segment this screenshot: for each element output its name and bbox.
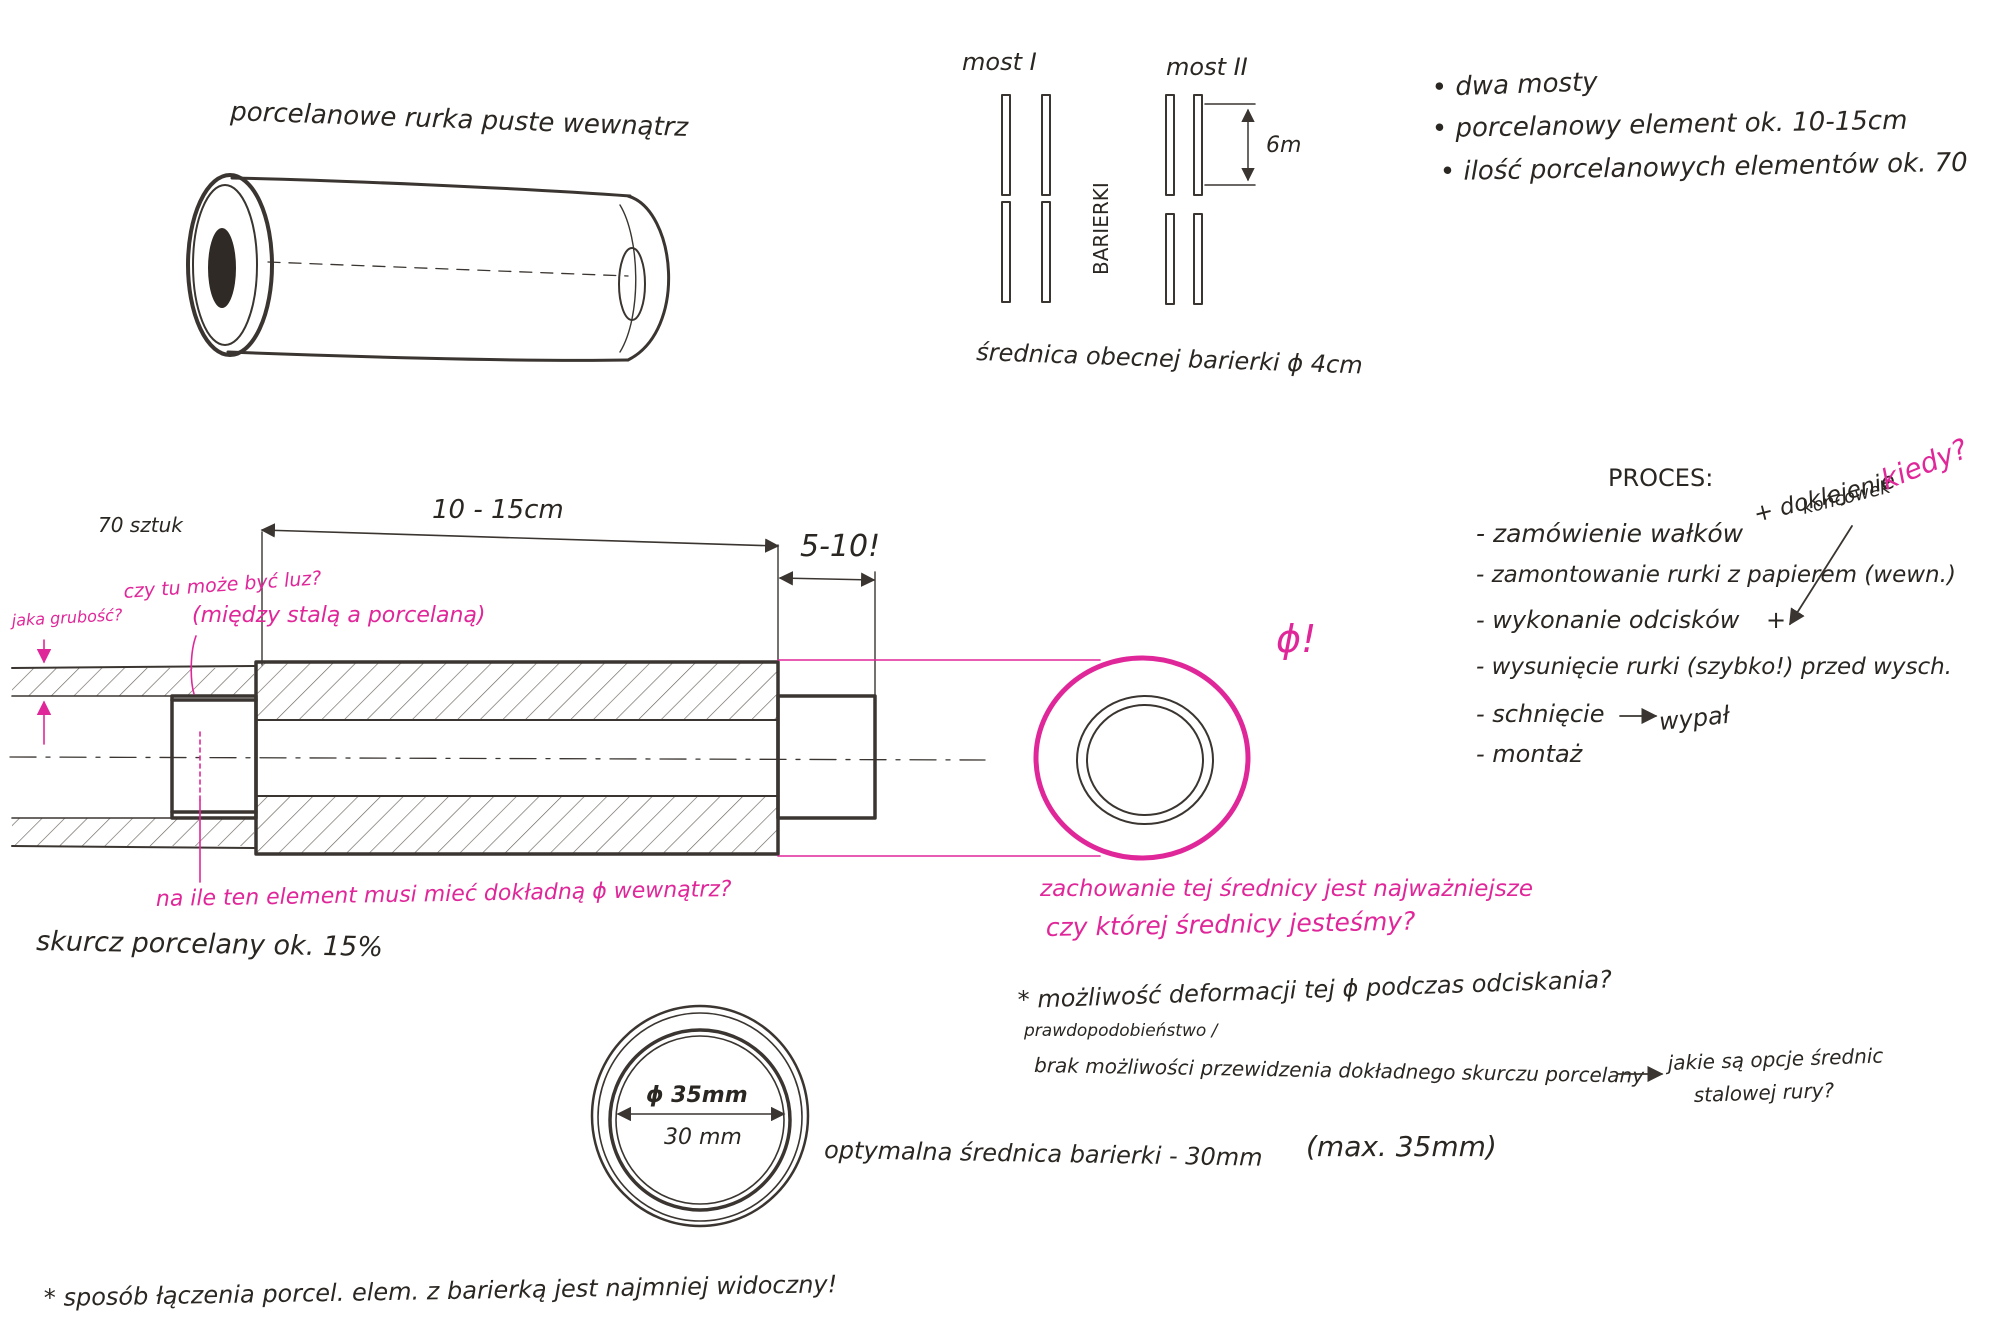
steel-options-question: jakie są opcje średnic xyxy=(1664,1043,1883,1075)
process-step: - schnięcie xyxy=(1476,700,1604,728)
tube-back-end xyxy=(626,194,670,362)
cross-section: ϕ 35mm 30 mm optymalna średnica barierki… xyxy=(590,1004,1497,1228)
barrier-label: BARIERKI xyxy=(1089,182,1113,275)
longitudinal-section: 70 sztuk 10 - 15cm 5-10! ϕ! czy t xyxy=(9,495,1533,963)
note-item: • ilość porcelanowych elementów ok. 70 xyxy=(1440,148,1968,187)
section-axis xyxy=(9,756,986,761)
process-step: - montaż xyxy=(1476,740,1584,768)
count-label: 70 sztuk xyxy=(98,513,184,537)
overhang-dimension: 5-10! xyxy=(800,529,880,564)
inner-diameter-question: na ile ten element musi mieć dokładną ϕ … xyxy=(156,877,732,912)
note-item: • porcelanowy element ok. 10-15cm xyxy=(1432,106,1908,144)
end-view-inner xyxy=(1076,695,1214,825)
length-arrow xyxy=(260,523,780,553)
optimal-diameter-note: optymalna średnica barierki - 30mm xyxy=(824,1136,1263,1172)
most-1-post xyxy=(1001,201,1011,303)
shrink-note: skurcz porcelany ok. 15% xyxy=(36,926,383,963)
overhang-arrow xyxy=(778,571,876,587)
cross-section-inner-2 xyxy=(615,1035,785,1205)
barrier-diameter-note: średnica obecnej barierki ϕ 4cm xyxy=(976,338,1363,379)
inner-diameter-label: 30 mm xyxy=(664,1125,742,1150)
firing-step: wypał xyxy=(1658,701,1732,736)
process-list: PROCES: - zamówienie wałków - zamontowan… xyxy=(1476,432,1973,768)
steel-pipe-edge xyxy=(11,845,255,849)
process-step: - wysunięcie rurki (szybko!) przed wysch… xyxy=(1476,654,1952,680)
steel-pipe-wall xyxy=(12,668,254,696)
most-2-label: most II xyxy=(1166,53,1248,81)
process-step: - zamówienie wałków xyxy=(1476,519,1744,548)
shrink-uncertainty-note: brak możliwości przewidzenia dokładnego … xyxy=(1034,1053,1646,1088)
process-step: - wykonanie odcisków xyxy=(1476,606,1740,634)
which-diameter-note: czy której średnicy jesteśmy? xyxy=(1046,907,1416,942)
footer-note: * sposób łączenia porcel. elem. z barier… xyxy=(44,1270,838,1312)
tube-top-edge xyxy=(230,176,632,198)
cross-section-outer xyxy=(590,1004,810,1228)
plus-sign: + xyxy=(1766,606,1786,634)
most-2-post xyxy=(1193,94,1203,196)
end-view-outer xyxy=(1033,655,1251,861)
cross-section-outer-2 xyxy=(597,1012,803,1222)
tube-caption: porcelanowe rurka puste wewnątrz xyxy=(229,97,690,143)
end-view-bore xyxy=(1086,704,1204,816)
most-1-post xyxy=(1041,201,1051,303)
gap-question: czy tu może być luz? xyxy=(123,567,322,603)
tube-bore xyxy=(208,228,236,308)
cross-section-inner xyxy=(608,1028,792,1212)
steel-options-question-2: stalowej rury? xyxy=(1693,1078,1835,1107)
most-1-label: most I xyxy=(962,48,1037,76)
deform-note: * możliwość deformacji tej ϕ podczas odc… xyxy=(1017,965,1612,1014)
outer-diameter-label: ϕ 35mm xyxy=(646,1083,748,1108)
when-question: kiedy? xyxy=(1876,432,1972,497)
probability-note: prawdopodobieństwo / xyxy=(1023,1021,1220,1041)
process-title: PROCES: xyxy=(1608,464,1713,492)
steel-insert-right xyxy=(776,694,877,820)
tube-front-rim xyxy=(192,184,258,346)
most-2-post xyxy=(1165,94,1175,196)
length-dimension: 10 - 15cm xyxy=(432,495,564,525)
porcelain-wall-top xyxy=(256,662,778,720)
bridges-diagram: most I most II BARIERKI 6m średnica obec… xyxy=(962,48,1363,379)
max-diameter-note: (max. 35mm) xyxy=(1306,1130,1497,1163)
most-2-post xyxy=(1193,213,1203,305)
thickness-question: jaka grubość? xyxy=(9,605,123,630)
keep-diameter-note: zachowanie tej średnicy jest najważniejs… xyxy=(1039,876,1533,902)
gap-pointer xyxy=(190,635,197,695)
most-2-post xyxy=(1165,213,1175,305)
tube-sketch: porcelanowe rurka puste wewnątrz xyxy=(186,97,690,362)
tube-front-end xyxy=(186,173,274,357)
porcelain-wall-bottom xyxy=(256,796,778,854)
gap-dimension: 6m xyxy=(1266,133,1301,158)
deformation-notes: * możliwość deformacji tej ϕ podczas odc… xyxy=(1017,965,1883,1107)
tube-bottom-edge xyxy=(226,350,630,362)
tube-back-bore xyxy=(618,247,646,321)
tube-axis xyxy=(267,261,629,277)
add-on-arrow xyxy=(1789,525,1853,626)
phi-mark: ϕ! xyxy=(1276,617,1316,661)
most-1-post xyxy=(1041,94,1051,196)
requirements-notes: • dwa mosty • porcelanowy element ok. 10… xyxy=(1431,67,1968,187)
steel-pipe-edge xyxy=(11,665,255,669)
note-item: • dwa mosty xyxy=(1431,67,1598,103)
tube-shading xyxy=(619,204,637,353)
steel-pipe-wall xyxy=(12,818,254,846)
gap-question-detail: (między stalą a porcelaną) xyxy=(192,603,486,628)
process-step: - zamontowanie rurki z papierem (wewn.) xyxy=(1476,562,1956,588)
most-1-post xyxy=(1001,94,1011,196)
